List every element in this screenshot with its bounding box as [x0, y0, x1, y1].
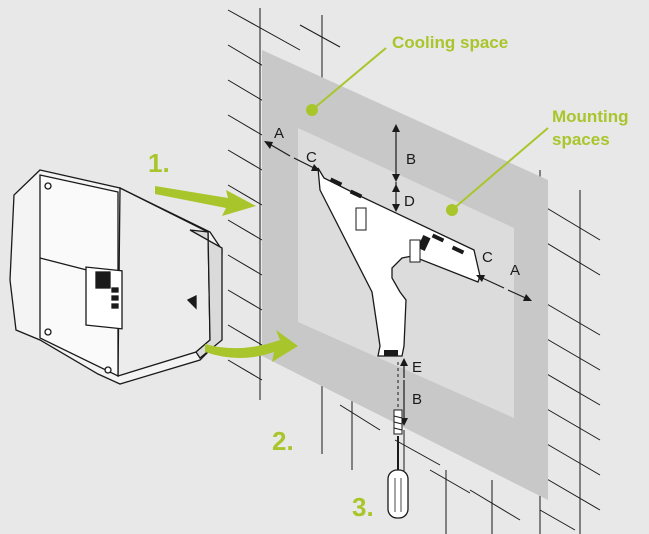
dimension-a-left: A: [274, 125, 284, 142]
callout-leaders: [306, 47, 549, 216]
mounting-bracket: [317, 167, 481, 357]
mounting-spaces-label-line2: spaces: [552, 130, 610, 149]
cooling-space-label: Cooling space: [392, 33, 508, 52]
dimension-b-bottom: B: [412, 391, 422, 408]
step-arrows: [155, 186, 298, 362]
screw-icon: [393, 409, 403, 435]
mounting-spaces-label-line1: Mounting: [552, 107, 628, 126]
dimension-a-right: A: [510, 262, 520, 279]
inverter-device: [9, 169, 223, 385]
step-3-label: 3.: [352, 492, 374, 522]
dimension-c-left: C: [306, 149, 317, 166]
step-2-label: 2.: [272, 426, 294, 456]
dimension-c-right: C: [482, 249, 493, 266]
dimension-d: D: [404, 193, 415, 210]
dimension-b-top: B: [406, 151, 416, 168]
dimension-e: E: [412, 359, 422, 376]
step-1-label: 1.: [148, 148, 170, 178]
screwdriver-icon: [387, 436, 409, 519]
